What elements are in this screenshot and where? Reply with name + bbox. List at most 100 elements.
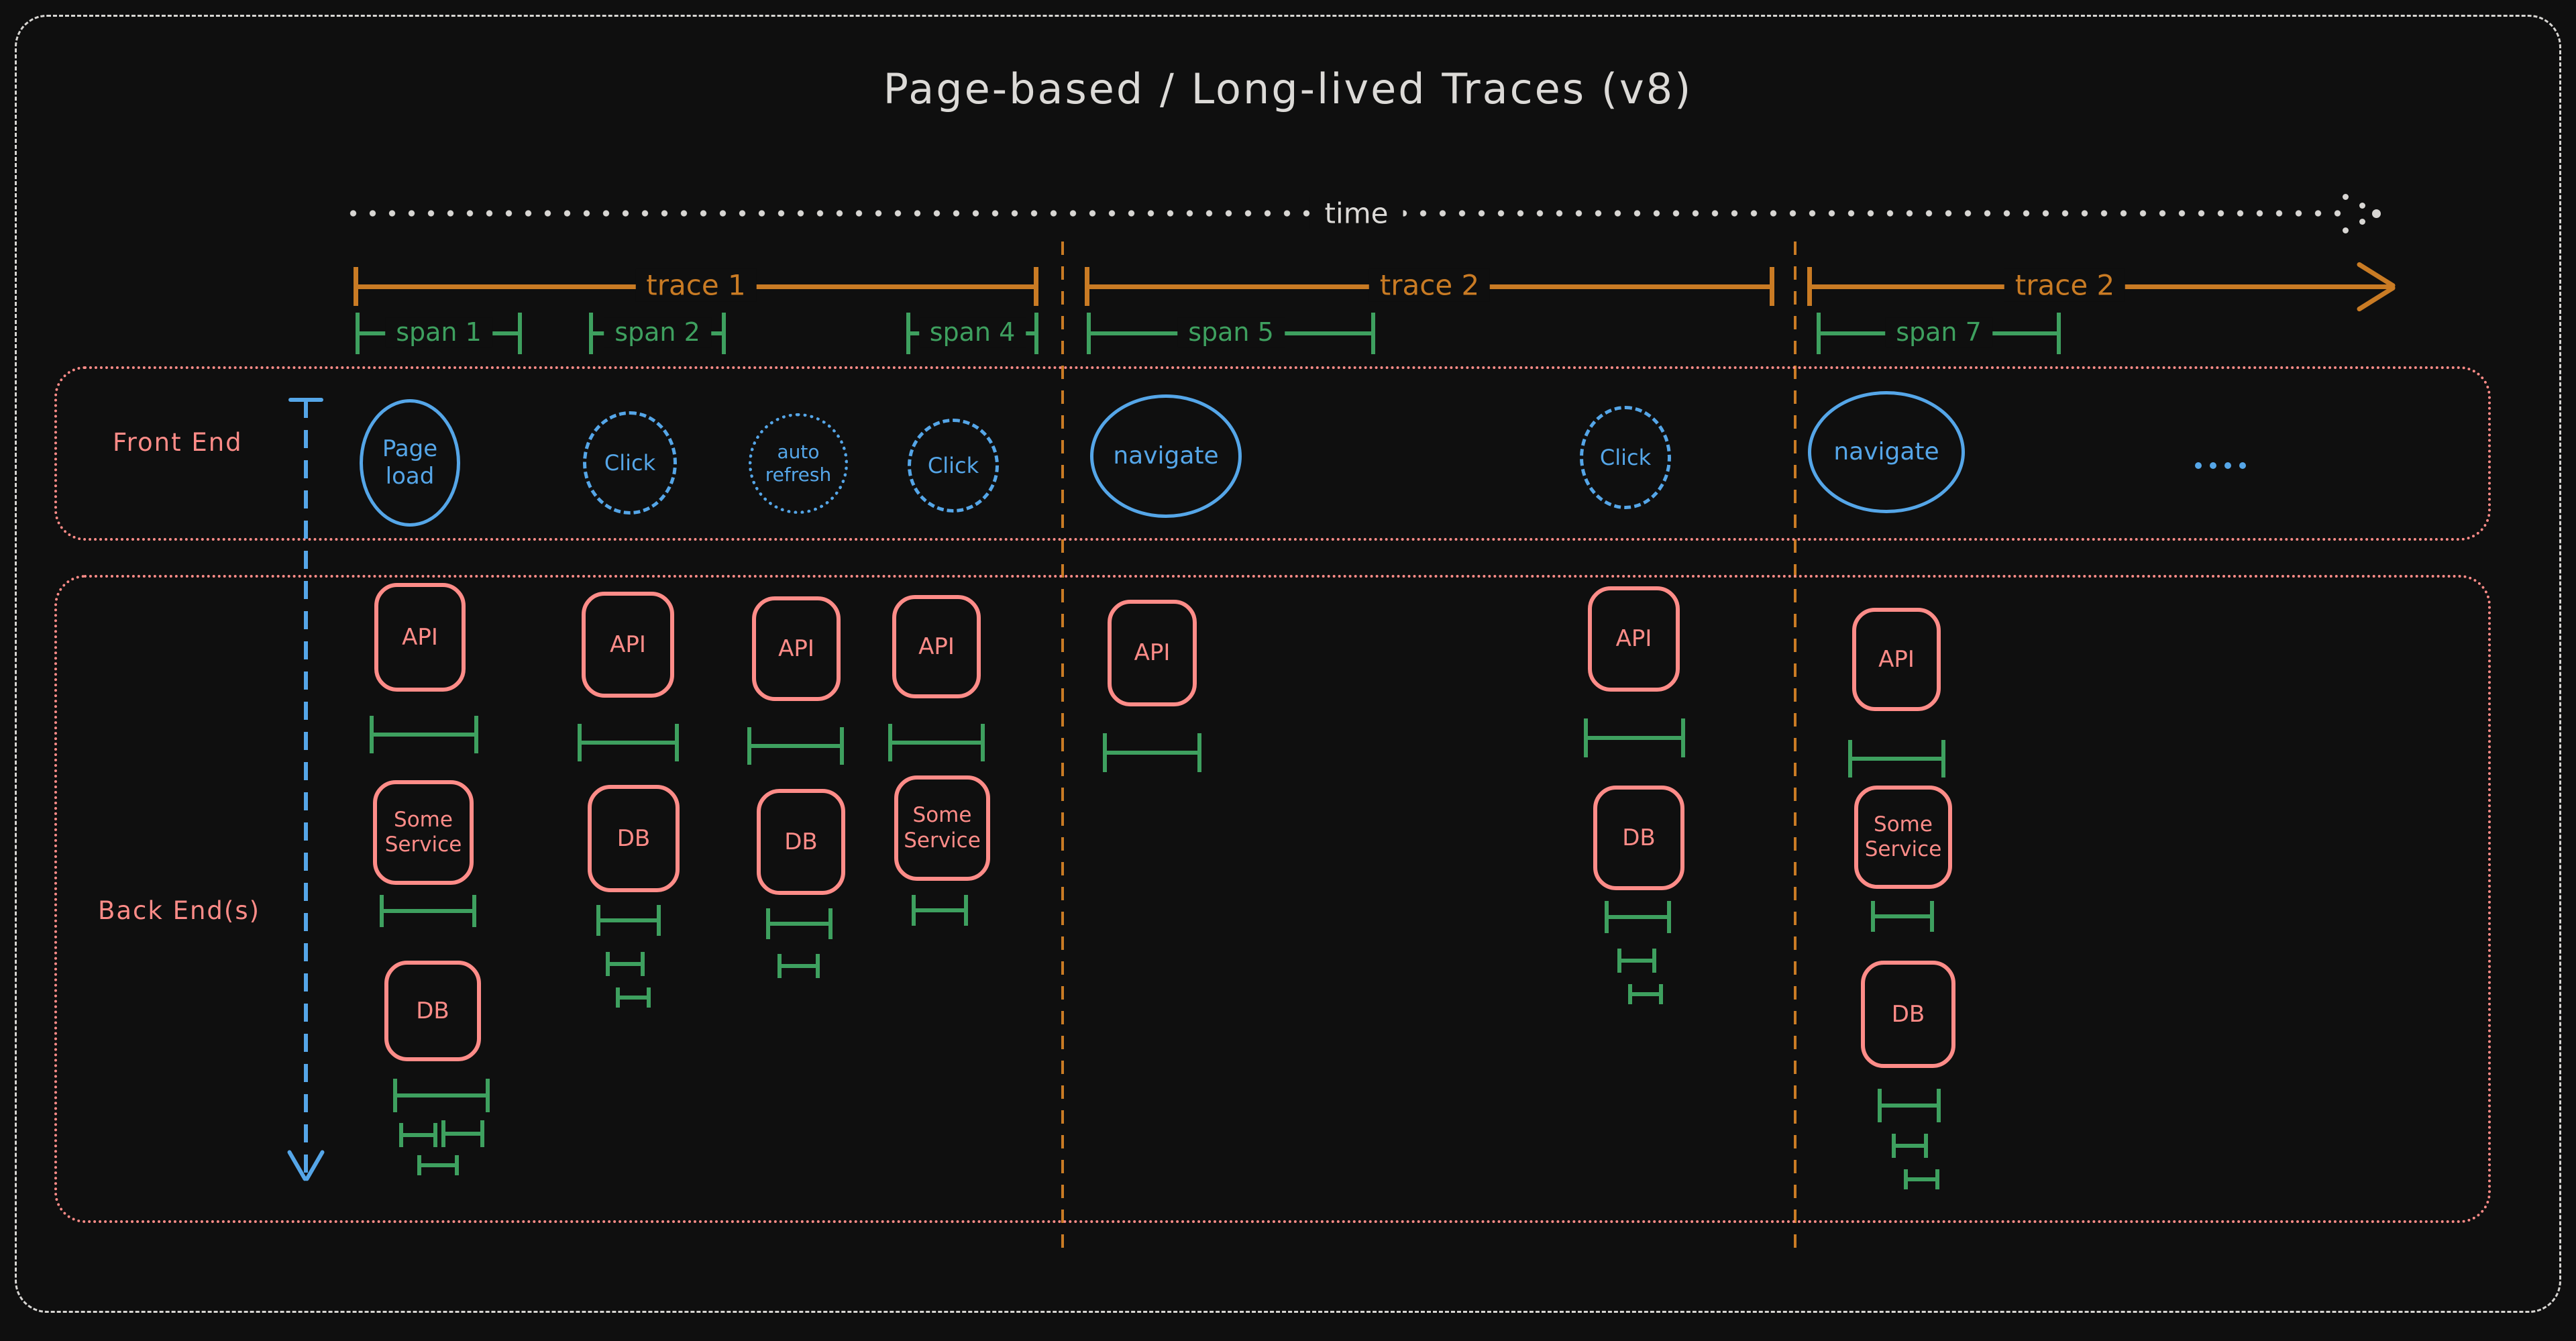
backend-span-click-1-4-tick-right: [641, 952, 645, 976]
backend-span-navigate-2-7-line: [1904, 1177, 1939, 1181]
backend-span-page-load-3-tick-right: [472, 895, 476, 927]
backend-span-page-load-6-line: [399, 1133, 437, 1137]
back-end-lane-label: Back End(s): [98, 896, 261, 925]
page-border: [15, 15, 2561, 1313]
backend-span-click-3-1-line: [1584, 736, 1685, 740]
span-bracket-span-1-tick-right: [518, 313, 522, 354]
trace-bracket-2: trace 2: [1085, 267, 1774, 306]
backend-span-page-load-1: [370, 716, 478, 753]
backend-span-click-3-4: [1617, 949, 1656, 973]
backend-span-navigate-2-6-line: [1892, 1144, 1928, 1148]
span-bracket-span-4-label: span 4: [918, 317, 1026, 347]
backend-span-click-3-3-tick-left: [1605, 901, 1609, 933]
backend-span-click-3-1: [1584, 718, 1685, 757]
backend-span-page-load-8-line: [417, 1163, 459, 1167]
backend-span-click-2-1-line: [888, 741, 985, 745]
span-bracket-span-7-label: span 7: [1885, 317, 1992, 347]
backend-span-click-1-3-line: [596, 918, 661, 922]
span-bracket-span-2-tick-left: [589, 313, 593, 354]
backend-span-page-load-6: [399, 1123, 437, 1147]
backend-span-navigate-2-1-line: [1848, 757, 1945, 761]
backend-span-navigate-2-3-tick-right: [1930, 901, 1934, 932]
span-bracket-span-7-tick-left: [1817, 313, 1821, 354]
frontend-ellipsis-dot: [2239, 462, 2246, 469]
backend-span-page-load-3-line: [380, 909, 476, 913]
span-bracket-span-1-tick-left: [356, 313, 360, 354]
backend-span-page-load-1-tick-left: [370, 716, 374, 753]
backend-span-auto-refresh-3: [766, 908, 833, 939]
frontend-event-page-load-1: Page load: [360, 399, 460, 527]
backend-span-click-3-5-tick-right: [1659, 984, 1663, 1004]
backend-box-click-3-db: DB: [1593, 786, 1684, 890]
backend-box-click-2-api: API: [892, 595, 981, 698]
backend-span-navigate-2-6-tick-left: [1892, 1134, 1896, 1158]
front-end-container: [54, 366, 2491, 541]
frontend-event-navigate-7: navigate: [1808, 391, 1965, 513]
backend-span-navigate-1-1-tick-left: [1103, 733, 1107, 772]
backend-span-auto-refresh-4-line: [777, 964, 820, 968]
backend-box-auto-refresh-db: DB: [757, 789, 845, 895]
backend-span-auto-refresh-1-tick-right: [840, 727, 844, 765]
backend-span-page-load-6-tick-right: [433, 1123, 437, 1147]
frontend-event-click-2: Click: [583, 411, 677, 515]
backend-span-page-load-5-line: [393, 1093, 490, 1097]
time-axis-label: time: [1309, 197, 1403, 230]
backend-box-auto-refresh-api: API: [752, 596, 841, 701]
backend-span-auto-refresh-1-line: [747, 744, 844, 748]
time-axis-arrowhead-dot: [2342, 193, 2349, 200]
backend-span-navigate-2-1-tick-right: [1941, 740, 1945, 777]
backend-span-click-1-4-line: [606, 962, 645, 966]
span-bracket-span-1-label: span 1: [385, 317, 492, 347]
backend-span-click-2-1: [888, 724, 985, 761]
backend-box-page-load-db: DB: [384, 961, 481, 1061]
span-bracket-span-2-label: span 2: [604, 317, 711, 347]
backend-span-navigate-2-3-tick-left: [1871, 901, 1875, 932]
backend-span-click-1-1-tick-left: [578, 724, 582, 761]
time-axis-arrowhead-dot: [2359, 202, 2365, 209]
backend-span-navigate-2-7-tick-right: [1935, 1169, 1939, 1189]
frontend-ellipsis-dot: [2210, 462, 2216, 469]
backend-span-click-2-3-tick-right: [964, 895, 968, 926]
backend-span-click-1-5-tick-right: [647, 987, 651, 1008]
trace-bracket-1-label: trace 1: [635, 268, 757, 302]
span-bracket-span-7-tick-right: [2057, 313, 2061, 354]
trace-bracket-3-arrow-shaft: [2322, 284, 2395, 289]
backend-span-navigate-2-5-line: [1878, 1104, 1941, 1108]
backend-span-click-2-1-tick-right: [981, 724, 985, 761]
backend-span-click-2-3-tick-left: [912, 895, 916, 926]
backend-span-page-load-7-line: [441, 1132, 484, 1136]
diagram-title: Page-based / Long-lived Traces (v8): [883, 64, 1693, 113]
backend-span-click-3-4-tick-left: [1617, 949, 1621, 973]
backend-span-navigate-2-7: [1904, 1169, 1939, 1189]
span-bracket-span-4: span 4: [906, 313, 1038, 354]
trace-bracket-2-tick-right: [1770, 267, 1774, 306]
front-end-lane-label: Front End: [113, 428, 243, 457]
trace-divider-1: [1061, 242, 1064, 1253]
backend-span-page-load-8: [417, 1155, 459, 1175]
span-bracket-span-1: span 1: [356, 313, 522, 354]
backend-span-click-3-4-line: [1617, 959, 1656, 963]
backend-span-click-1-3: [596, 905, 661, 936]
backend-span-page-load-1-line: [370, 733, 478, 737]
backend-span-auto-refresh-3-line: [766, 922, 833, 926]
backend-span-navigate-2-5: [1878, 1089, 1941, 1122]
backend-span-auto-refresh-1-tick-left: [747, 727, 751, 765]
backend-box-click-3-api: API: [1588, 586, 1680, 692]
backend-span-navigate-2-1: [1848, 740, 1945, 777]
time-axis-arrowhead-dot: [2371, 209, 2381, 218]
backend-span-navigate-1-1-line: [1103, 751, 1201, 755]
backend-span-click-3-1-tick-left: [1584, 718, 1588, 757]
frontend-event-click-6: Click: [1580, 406, 1671, 509]
backend-span-click-1-3-tick-left: [596, 905, 600, 936]
backend-span-click-3-3: [1605, 901, 1671, 933]
backend-span-page-load-8-tick-left: [417, 1155, 421, 1175]
backend-span-page-load-6-tick-left: [399, 1123, 403, 1147]
backend-span-navigate-2-3-line: [1871, 914, 1934, 918]
backend-span-page-load-5-tick-right: [486, 1079, 490, 1112]
backend-span-click-3-3-tick-right: [1667, 901, 1671, 933]
backend-span-page-load-7-tick-left: [441, 1120, 445, 1147]
trace-divider-2: [1794, 242, 1796, 1253]
backend-span-click-3-3-line: [1605, 915, 1671, 919]
trace-bracket-2-tick-left: [1085, 267, 1089, 306]
